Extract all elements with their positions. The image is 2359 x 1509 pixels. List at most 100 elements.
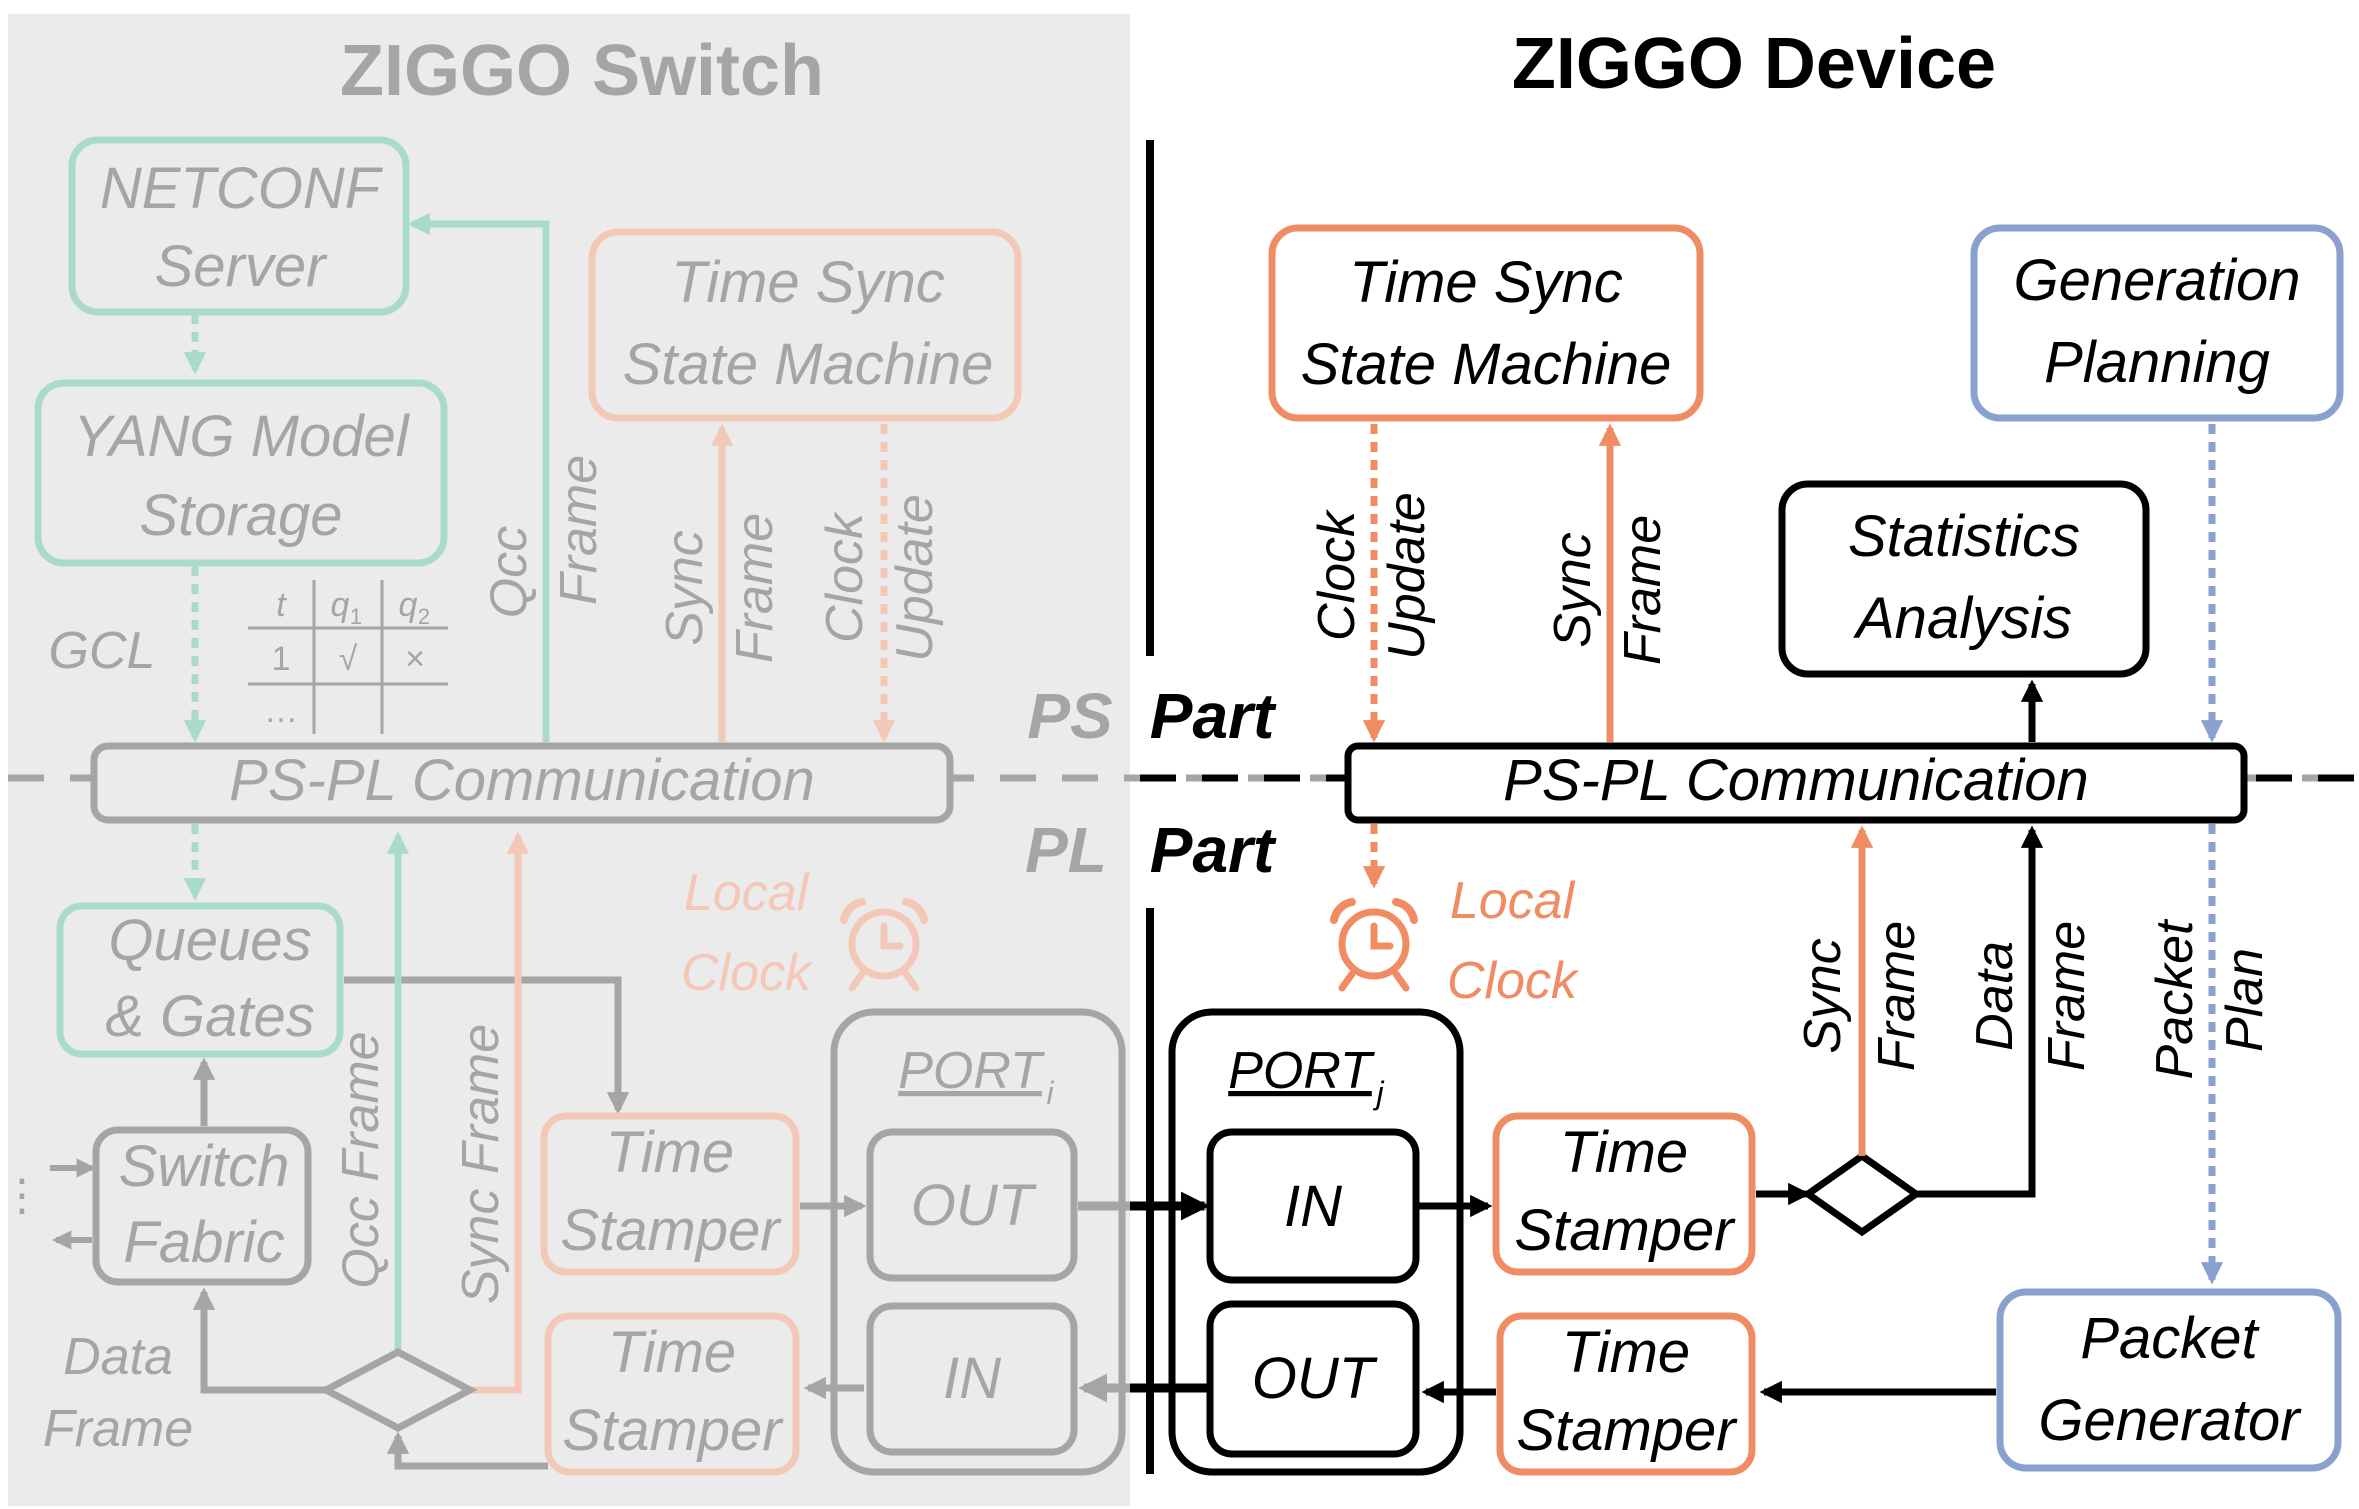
switch-in-box [866,1302,1078,1456]
netconf-line1: NETCONF [100,156,384,221]
fabric-more-ports-ellipsis: ⋮ [0,1171,44,1220]
stamper-to-diamond-arrow [386,1431,548,1470]
switch-port-label: PORT [898,1042,1045,1100]
gcl-cell-1-1: 1 [272,640,291,678]
qcc-label: Qcc [480,526,538,618]
pl-part-label: Part [1150,814,1277,886]
device-local-label: Local [1450,872,1576,930]
switch-clock-label: Clock [816,510,874,643]
device-clock-text-label: Clock [1447,952,1580,1010]
switch-port-subscript: i [1046,1075,1054,1111]
switch-clock-text-label: Clock [681,944,814,1002]
switch-stamper2-line2: Stamper [562,1398,784,1463]
queues-line1: Queues [108,908,311,973]
switch-psp-communication-box: PS-PL Communication [90,742,954,824]
gcl-header-q2: q [399,586,418,624]
device-sync-frame-label: Frame [1614,515,1672,665]
data-frame-to-fabric-arrow [192,1287,326,1394]
device-port-label: PORT [1228,1042,1375,1100]
gcl-label: GCL [49,622,156,680]
switch-time-stamper-1: Time Stamper [540,1112,800,1276]
switch-sync-label: Sync [656,530,714,646]
gcl-header-q1: q [331,586,350,624]
stats-line2: Analysis [1853,586,2072,651]
switch-out-label: OUT [911,1173,1037,1238]
switch-local-label: Local [684,864,810,922]
switch-stamper1-line2: Stamper [560,1198,782,1263]
device-clock-label: Clock [1308,508,1366,641]
device-data-label: Data [1966,941,2024,1051]
statistics-analysis-box: Statistics Analysis [1778,480,2150,678]
device-time-sync-line2: State Machine [1301,332,1672,397]
switch-time-sync-box: Time Sync State Machine [588,228,1022,422]
ps-abbr-label: PS [1027,680,1113,752]
fabric-line1: Switch [119,1134,290,1199]
gcl-header-q1-sub: 1 [350,604,362,629]
packet-plan-line1: Packet [2146,918,2204,1080]
device-sync-label: Sync [1544,532,1602,648]
device-stamper2-line2: Stamper [1516,1398,1738,1463]
device-stamper1-line2: Stamper [1514,1198,1736,1263]
device-data-frame-label: Frame [2038,921,2096,1071]
netconf-line2: Server [155,234,329,299]
device-data-frame-arrow [1916,825,2044,1198]
device-in-label: IN [1284,1174,1342,1239]
gcl-cell-2-1: … [264,692,298,730]
device-in-box [1206,1128,1420,1284]
packet-plan-line2: Plan [2216,948,2274,1052]
device-title: ZIGGO Device [1512,24,1996,104]
device-update-label: Update [1378,492,1436,660]
netconf-server-box: NETCONF Server [68,136,410,316]
sync-frame-pl-arrow [462,831,530,1394]
device-out-label: OUT [1252,1346,1378,1411]
switch-time-sync-line2: State Machine [623,332,994,397]
qcc-frame-up-arrow [407,212,550,742]
gen-plan-line2: Planning [2044,330,2270,395]
device-time-stamper-1: Time Stamper [1492,1112,1756,1276]
fabric-line2: Fabric [123,1210,284,1275]
gcl-cell-1-3: × [405,640,425,678]
device-alarm-clock-icon [1334,902,1414,988]
switch-data-label: Data [63,1328,173,1386]
switch-update-label: Update [886,494,944,662]
device-pl-sync-frame-label: Frame [1868,921,1926,1071]
switch-fabric-box: Switch Fabric [92,1126,312,1286]
yang-line2: Storage [139,483,342,548]
device-time-stamper-2: Time Stamper [1496,1312,1756,1476]
device-time-sync-line1: Time Sync [1349,250,1622,315]
device-psp-communication-box: PS-PL Communication [1344,742,2248,824]
device-classifier-diamond [1801,1151,1923,1237]
qcc-frame-vertical-label: Qcc Frame [332,1031,390,1288]
gen-plan-line1: Generation [2014,248,2301,313]
packet-gen-line1: Packet [2080,1306,2260,1371]
switch-psp-label: PS-PL Communication [229,748,815,813]
packet-generator-box: Packet Generator [1996,1288,2342,1472]
switch-time-stamper-2: Time Stamper [544,1312,800,1476]
switch-classifier-diamond [318,1348,478,1432]
sync-frame-vertical-label: Sync Frame [452,1024,510,1304]
switch-sync-frame-label: Frame [726,513,784,663]
switch-out-box [866,1128,1078,1282]
yang-line1: YANG Model [73,404,410,469]
queues-line2: & Gates [105,984,315,1049]
gcl-cell-1-2: √ [339,640,358,678]
switch-in-label: IN [943,1346,1001,1411]
device-pl-sync-label: Sync [1794,938,1852,1054]
device-stamper2-line1: Time [1562,1320,1690,1385]
generation-planning-box: Generation Planning [1970,224,2344,422]
pl-abbr-label: PL [1025,814,1107,886]
switch-port-i: PORT i OUT IN [830,1008,1126,1476]
gcl-header-q2-sub: 2 [418,604,430,629]
device-port-j: PORT j IN OUT [1168,1008,1464,1476]
queues-gates-box: Queues & Gates [56,902,344,1058]
device-psp-label: PS-PL Communication [1503,748,2089,813]
device-port-subscript: j [1372,1075,1384,1111]
device-time-sync-box: Time Sync State Machine [1268,224,1704,422]
switch-title: ZIGGO Switch [340,31,824,111]
qcc-frame-label: Frame [550,455,608,605]
ps-part-label: Part [1150,680,1277,752]
device-stamper1-line1: Time [1560,1120,1688,1185]
packet-gen-line2: Generator [2038,1388,2302,1453]
